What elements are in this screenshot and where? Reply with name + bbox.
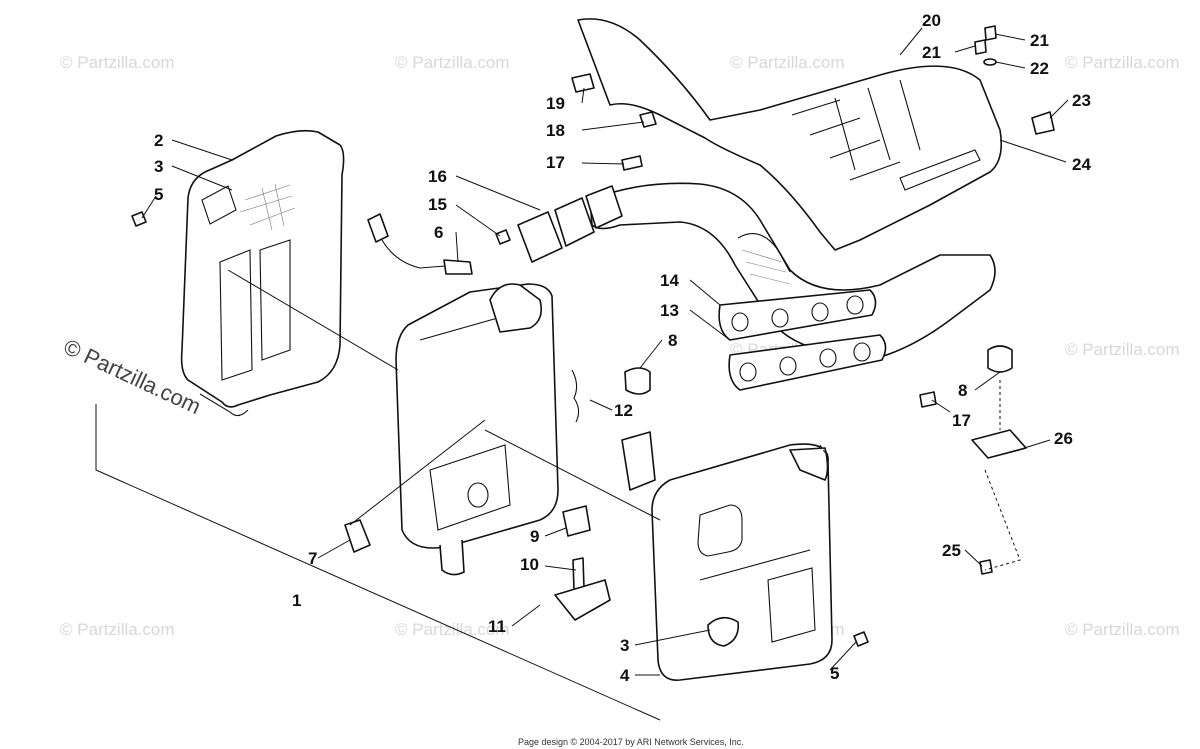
callout-12: 12: [614, 401, 633, 420]
bolt-17: [621, 155, 643, 171]
bolt-17b: [919, 391, 937, 408]
watermark: © Partzilla.com: [1065, 53, 1180, 72]
callout-21: 21: [922, 43, 941, 62]
rivet-5a: [131, 211, 147, 227]
watermark: © Partzilla.com: [60, 620, 175, 639]
callout-9: 9: [530, 527, 539, 546]
callout-3: 3: [154, 157, 163, 176]
callout-22: 22: [1030, 59, 1049, 78]
left-heat-shield: [180, 129, 345, 417]
bracket-10: [554, 579, 611, 621]
callout-24: 24: [1072, 155, 1091, 174]
flange-gaskets: [517, 185, 623, 263]
exhaust-header-pipe: [589, 182, 996, 361]
screw-21b: [984, 25, 997, 41]
screw-21: [974, 39, 987, 55]
callout-15: 15: [428, 195, 447, 214]
watermark: © Partzilla.com: [60, 53, 175, 72]
spring-12: [571, 369, 580, 423]
callout-20: 20: [922, 11, 941, 30]
callout-1: 1: [292, 591, 301, 610]
header-heat-shield: [577, 18, 1003, 251]
callout-10: 10: [520, 555, 539, 574]
footer-copyright: Page design © 2004-2017 by ARI Network S…: [518, 737, 744, 747]
rivet-5b: [853, 631, 869, 647]
callout-4: 4: [620, 666, 630, 685]
bracket-26: [971, 429, 1027, 459]
muffler: [395, 283, 559, 576]
callout-8: 8: [958, 381, 967, 400]
watermark: © Partzilla.com: [1065, 620, 1180, 639]
callout-17: 17: [546, 153, 565, 172]
clip-23: [1031, 111, 1055, 135]
callout-7: 7: [308, 549, 317, 568]
nut-18: [639, 111, 657, 128]
washer-22: [983, 58, 997, 66]
damper-9: [562, 505, 591, 537]
callout-16: 16: [428, 167, 447, 186]
bolt-25: [979, 559, 993, 575]
callout-26: 26: [1054, 429, 1073, 448]
grommet-8b: [987, 345, 1013, 373]
watermark: © Partzilla.com: [1065, 340, 1180, 359]
callout-23: 23: [1072, 91, 1091, 110]
callout-5: 5: [830, 664, 839, 683]
right-heat-shield: [651, 443, 833, 681]
exhaust-gaskets: [718, 289, 887, 391]
watermark: © Partzilla.com: [730, 53, 845, 72]
watermark: © Partzilla.com: [395, 620, 510, 639]
callout-8: 8: [668, 331, 677, 350]
nut-15: [495, 229, 511, 245]
callout-18: 18: [546, 121, 565, 140]
callout-21: 21: [1030, 31, 1049, 50]
o2-sensor: [367, 213, 473, 275]
callout-6: 6: [434, 223, 443, 242]
callout-17: 17: [952, 411, 971, 430]
callout-25: 25: [942, 541, 961, 560]
watermark: © Partzilla.com: [395, 53, 510, 72]
callout-19: 19: [546, 94, 565, 113]
callout-11: 11: [488, 617, 506, 636]
callout-3: 3: [620, 636, 629, 655]
clip-7: [344, 519, 371, 553]
callout-5: 5: [154, 185, 163, 204]
callout-14: 14: [660, 271, 679, 290]
grommet-8a: [624, 367, 651, 395]
stud-10: [572, 557, 585, 591]
bolt-19: [571, 73, 595, 93]
leader-lines: [95, 27, 1069, 721]
callout-2: 2: [154, 131, 163, 150]
callout-labels: 20 21 21 22 23 24 19 18 17 16 15 6 2 3 5…: [154, 11, 1091, 685]
callout-13: 13: [660, 301, 679, 320]
hanger-12: [621, 431, 656, 491]
hardware: [131, 25, 1055, 647]
